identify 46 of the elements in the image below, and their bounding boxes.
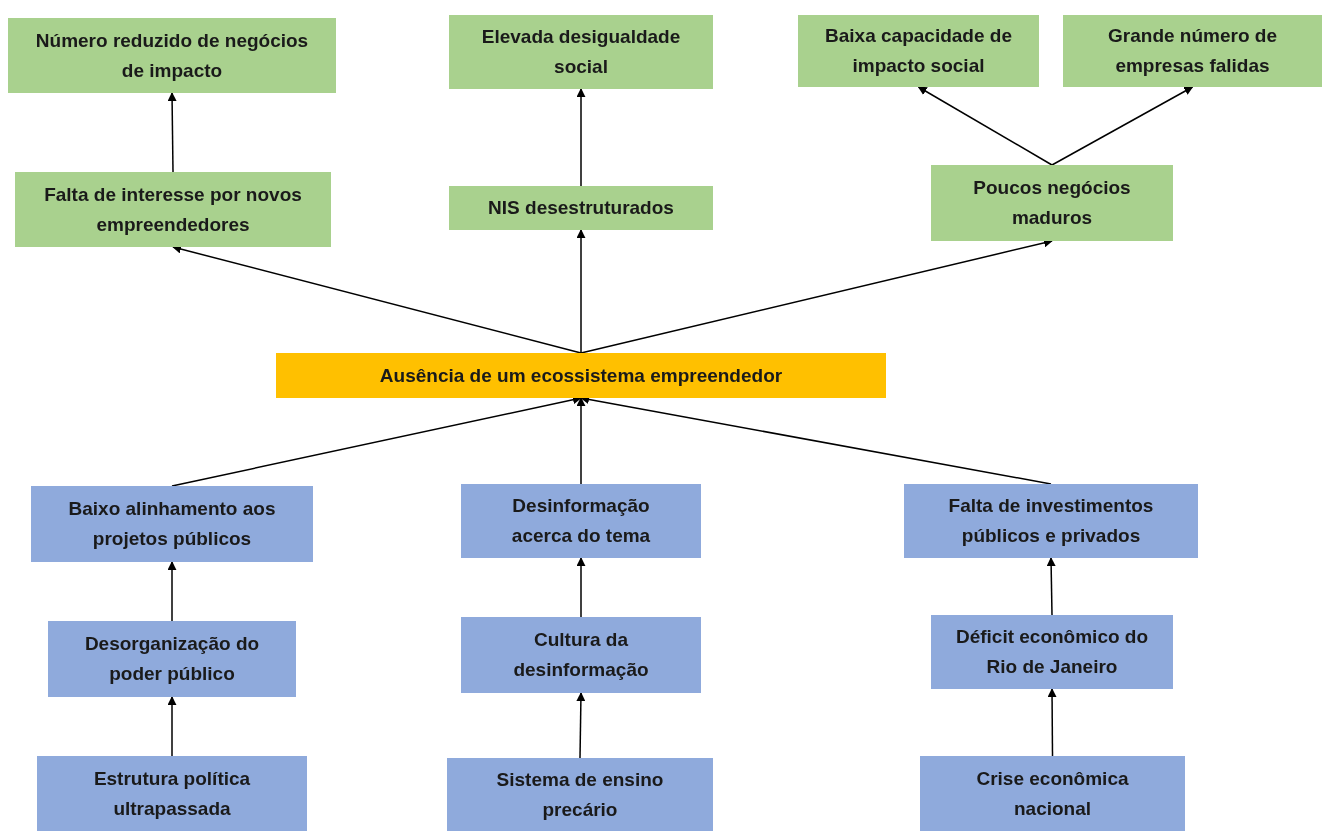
arrow [576, 692, 586, 759]
cause-box [904, 484, 1198, 558]
box-text: NIS desestruturados [488, 196, 674, 220]
arrow [1047, 688, 1057, 757]
box-text: Desinformação acerca do tema [510, 494, 652, 548]
cause-box [37, 756, 307, 831]
cause-box [461, 617, 701, 693]
box-text: Elevada desigualdade social [480, 25, 682, 79]
effect-box [1063, 15, 1322, 87]
arrow [576, 229, 586, 354]
box-text: Poucos negócios maduros [972, 176, 1132, 230]
box-text: Desorganização do poder público [83, 632, 261, 686]
core-problem-box [276, 353, 886, 398]
box-text: Falta de investimentos públicos e privados [947, 494, 1155, 548]
box-text: Sistema de ensino precário [495, 767, 665, 822]
cause-box [931, 615, 1173, 689]
arrow [917, 86, 1053, 166]
box-text: Falta de interesse por novos empreendedores [43, 182, 303, 237]
arrow [576, 397, 586, 485]
arrow [1051, 86, 1194, 166]
arrow [167, 696, 177, 757]
cause-box [447, 758, 713, 831]
arrow [167, 561, 177, 622]
cause-box [31, 486, 313, 562]
arrow [576, 88, 586, 187]
effect-box [8, 18, 336, 93]
box-text: Estrutura política ultrapassada [92, 766, 252, 821]
box-text: Déficit econômico do Rio de Janeiro [954, 625, 1150, 679]
arrow [1046, 557, 1056, 616]
box-text: Cultura da desinformação [512, 628, 650, 682]
box-text: Ausência de um ecossistema empreendedor [379, 363, 783, 388]
box-text: Grande número de empresas falidas [1107, 24, 1278, 78]
effect-box [798, 15, 1039, 87]
box-text: Número reduzido de negócios de impacto [34, 28, 310, 83]
effect-box [15, 172, 331, 247]
box-text: Baixo alinhamento aos projetos públicos [67, 497, 277, 551]
cause-box [461, 484, 701, 558]
effect-box [449, 186, 713, 230]
cause-box [48, 621, 296, 697]
arrow [167, 92, 177, 173]
box-text: Baixa capacidade de impacto social [824, 24, 1013, 78]
effect-box [449, 15, 713, 89]
cause-box [920, 756, 1185, 831]
effect-box [931, 165, 1173, 241]
box-text: Crise econômica nacional [975, 766, 1130, 821]
arrow [576, 557, 586, 618]
